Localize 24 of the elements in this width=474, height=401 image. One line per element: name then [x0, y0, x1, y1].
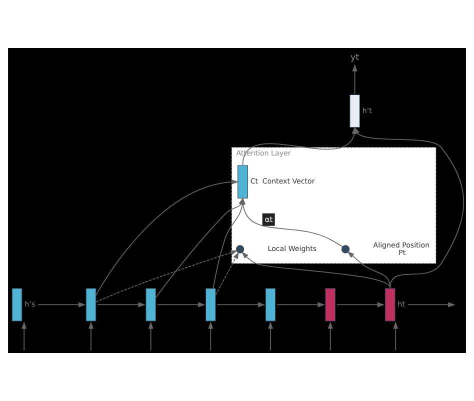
arrow	[354, 126, 464, 288]
arrow	[336, 302, 385, 308]
arrow	[88, 322, 94, 351]
arrow	[96, 250, 238, 302]
arrow	[97, 302, 146, 308]
arrow	[208, 322, 214, 351]
arrow	[148, 322, 154, 351]
arrow	[38, 302, 86, 308]
arrow	[408, 302, 456, 308]
arrow	[328, 322, 333, 351]
node-text: yt	[350, 52, 360, 63]
arrow	[393, 322, 398, 351]
arrow	[156, 302, 206, 308]
arrow	[22, 322, 27, 351]
arrow	[276, 302, 325, 308]
arrow	[347, 251, 391, 288]
arrow	[241, 252, 391, 288]
arrow	[215, 252, 239, 296]
arrow	[216, 302, 266, 308]
arrow	[95, 179, 239, 296]
node-circle	[341, 245, 350, 254]
arrow	[268, 322, 273, 351]
node-circle	[236, 245, 244, 254]
arrow	[352, 64, 358, 95]
